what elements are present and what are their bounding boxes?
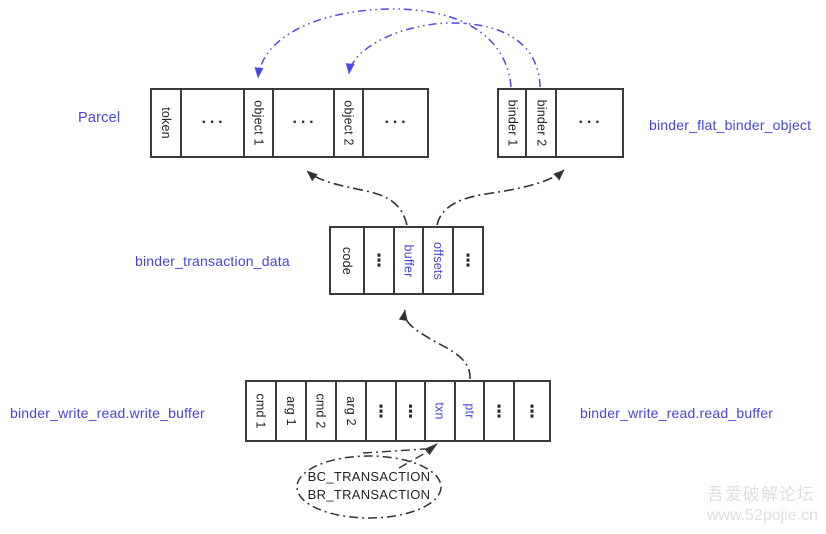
wr-cell-text-0: cmd 1 xyxy=(254,393,269,429)
parcel-label: Parcel xyxy=(78,110,121,126)
txn-cell-1: ⋮ xyxy=(365,228,395,293)
parcel-cell-text-4: object 2 xyxy=(341,100,356,146)
parcel-cell-1: ··· xyxy=(182,90,245,156)
arrow-offsets-to-flat-binder xyxy=(436,169,565,226)
flat-cell-text-2: ··· xyxy=(578,114,604,131)
flat-cell-0: binder 1 xyxy=(499,90,527,156)
parcel-cell-5: ··· xyxy=(364,90,427,156)
callout-text: BC_TRANSACTION BR_TRANSACTION xyxy=(297,468,441,504)
flat-cell-text-1: binder 2 xyxy=(534,99,548,147)
flat-binder-object-label: binder_flat_binder_object xyxy=(649,117,812,133)
callout-arrowhead xyxy=(424,443,438,456)
wr-cell-7: ptr xyxy=(456,382,485,440)
txn-cell-text-2: buffer xyxy=(401,244,416,277)
wr-cell-text-5: ⋮ xyxy=(402,401,419,421)
callout-line-2: BR_TRANSACTION xyxy=(307,487,431,502)
watermark: 吾爱破解论坛 www.52pojie.cn xyxy=(707,484,818,526)
parcel-cell-text-3: ··· xyxy=(292,114,318,131)
wr-cell-text-1: arg 1 xyxy=(284,396,298,426)
txn-cell-4: ⋮ xyxy=(454,228,482,293)
parcel-cell-3: ··· xyxy=(274,90,335,156)
wr-cell-text-8: ⋮ xyxy=(490,401,508,421)
wr-cell-text-6: txn xyxy=(433,402,447,420)
arrow-ptr-to-buffer xyxy=(398,309,471,380)
wr-cell-5: ⋮ xyxy=(397,382,426,440)
callout-line-1: BC_TRANSACTION xyxy=(307,469,431,484)
wr-cell-3: arg 2 xyxy=(337,382,367,440)
txn-cell-text-0: code xyxy=(340,246,354,275)
watermark-line-1: 吾爱破解论坛 xyxy=(706,485,815,504)
txn-cell-2: buffer xyxy=(395,228,424,293)
txn-cell-0: code xyxy=(331,228,365,293)
flat-cell-1: binder 2 xyxy=(527,90,557,156)
arrow-binder1-to-object1 xyxy=(254,8,512,88)
transaction-data-label: binder_transaction_data xyxy=(135,253,290,269)
wr-cell-text-9: ⋮ xyxy=(523,401,541,421)
wr-cell-2: cmd 2 xyxy=(307,382,337,440)
arrow-binder2-to-object2 xyxy=(345,22,541,88)
parcel-cell-text-0: token xyxy=(159,107,173,139)
callout-tail-line-lower xyxy=(398,451,428,469)
parcel-cell-text-5: ··· xyxy=(384,114,410,131)
parcel-cell-text-2: object 1 xyxy=(251,100,266,146)
flat-cell-text-0: binder 1 xyxy=(505,99,519,147)
arrow-buffer-to-parcel xyxy=(306,170,408,226)
wr-cell-text-2: cmd 2 xyxy=(314,393,329,429)
wr-cell-4: ⋮ xyxy=(367,382,397,440)
parcel-cell-text-1: ··· xyxy=(201,114,227,131)
txn-cell-text-4: ⋮ xyxy=(459,251,477,270)
txn-cell-3: offsets xyxy=(424,228,454,293)
flat-binder-object-array: binder 1 binder 2 ··· xyxy=(497,88,624,158)
write-buffer-label: binder_write_read.write_buffer xyxy=(10,405,205,421)
wr-cell-8: ⋮ xyxy=(485,382,515,440)
callout-tail-line-upper xyxy=(362,448,426,454)
wr-cell-0: cmd 1 xyxy=(247,382,277,440)
read-buffer-label: binder_write_read.read_buffer xyxy=(580,405,774,421)
flat-cell-2: ··· xyxy=(557,90,622,156)
parcel-cell-0: token xyxy=(152,90,182,156)
wr-cell-1: arg 1 xyxy=(277,382,307,440)
parcel-cell-2: object 1 xyxy=(245,90,274,156)
wr-cell-text-7: ptr xyxy=(462,403,477,419)
wr-cell-9: ⋮ xyxy=(515,382,549,440)
watermark-line-2: www.52pojie.cn xyxy=(706,507,818,524)
transaction-data-array: code ⋮ buffer offsets ⋮ xyxy=(329,226,484,295)
parcel-array: token ··· object 1 ··· object 2 ··· xyxy=(150,88,429,158)
txn-cell-text-1: ⋮ xyxy=(370,251,388,270)
wr-cell-6: txn xyxy=(426,382,456,440)
write-read-buffer-array: cmd 1 arg 1 cmd 2 arg 2 ⋮ ⋮ txn ptr ⋮ ⋮ xyxy=(245,380,551,442)
wr-cell-text-4: ⋮ xyxy=(372,401,390,421)
parcel-cell-4: object 2 xyxy=(335,90,364,156)
txn-cell-text-3: offsets xyxy=(431,241,445,280)
wr-cell-text-3: arg 2 xyxy=(344,396,358,426)
